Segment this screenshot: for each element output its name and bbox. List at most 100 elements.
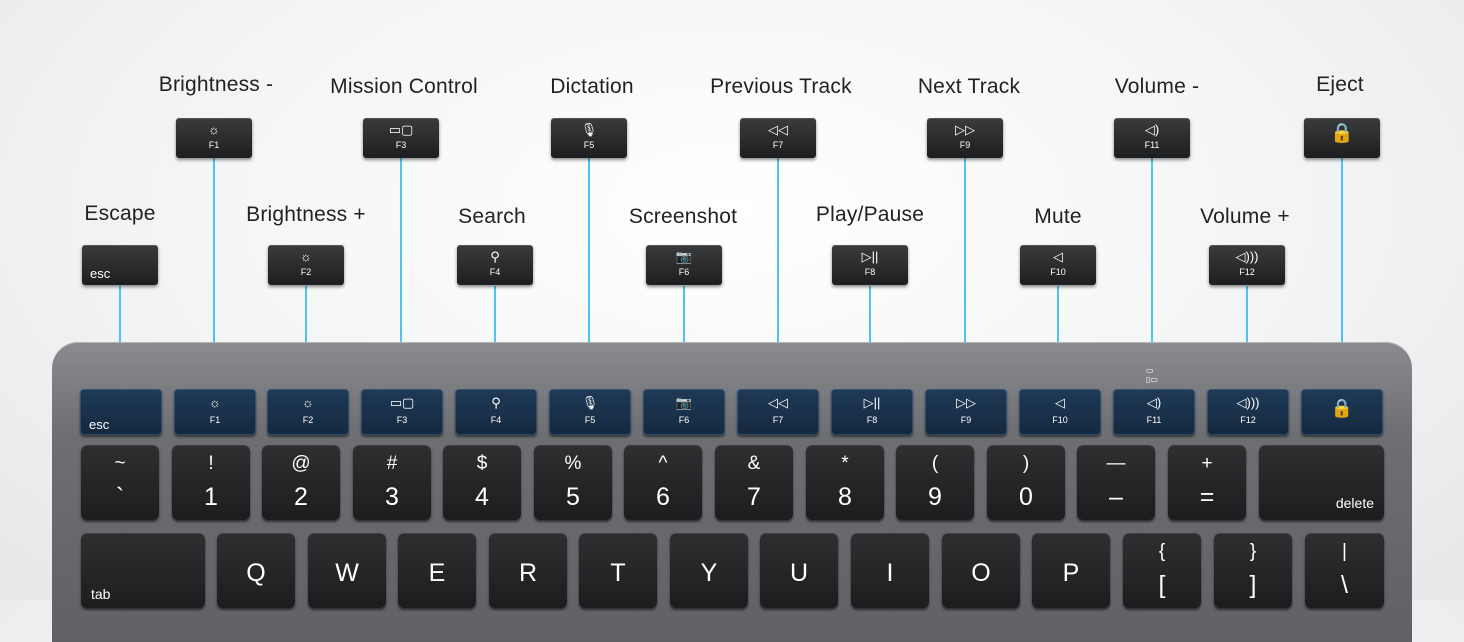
fast-forward-icon: ▷▷ [955,122,975,137]
label-volume-up: Volume + [1200,205,1290,228]
key-right-bracket[interactable]: } ] [1214,533,1292,608]
label-mute: Mute [1034,205,1082,228]
connector-line [1246,286,1248,390]
key-f11[interactable]: ◁) F11 [1113,389,1195,435]
key-legend: F7 [772,140,784,150]
key-f10[interactable]: ◁ F10 [1019,389,1101,435]
key-backtick[interactable]: ~ ` [81,445,159,520]
key-legend: F7 [772,415,784,425]
key-legend: F5 [584,415,596,425]
key-6[interactable]: ^ 6 [624,445,702,520]
key-legend: F3 [396,415,408,425]
key-f1[interactable]: ☼ F1 [174,389,256,435]
key-minus[interactable]: — – [1077,445,1155,520]
key-f5[interactable]: 🎙 F5 [549,389,631,435]
key-legend: F1 [208,140,220,150]
key-4[interactable]: $ 4 [443,445,521,520]
floating-key-f5: 🎙 F5 [551,118,627,158]
floating-key-f6: 📷 F6 [646,245,722,285]
connector-line [119,286,121,390]
key-0[interactable]: ) 0 [987,445,1065,520]
floating-key-esc: esc [82,245,158,285]
key-legend: F6 [678,415,690,425]
floating-key-f8: ▷|| F8 [832,245,908,285]
connector-line [400,158,402,390]
connector-line [869,286,871,390]
key-legend: esc [90,266,111,281]
key-2[interactable]: @ 2 [262,445,340,520]
label-mission-control: Mission Control [330,75,478,98]
key-legend: F4 [490,415,502,425]
key-f7[interactable]: ◁◁ F7 [737,389,819,435]
key-delete[interactable]: delete [1259,445,1384,520]
key-tab[interactable]: tab [81,533,205,608]
connector-line [1151,158,1153,390]
key-8[interactable]: * 8 [806,445,884,520]
key-o[interactable]: O [942,533,1020,608]
floating-key-f12: ◁))) F12 [1209,245,1285,285]
key-legend: F11 [1146,415,1162,425]
key-legend: F4 [489,267,501,277]
microphone-icon: 🎙 [581,395,599,410]
key-7[interactable]: & 7 [715,445,793,520]
key-f8[interactable]: ▷|| F8 [831,389,913,435]
key-f3[interactable]: ▭▢ F3 [361,389,443,435]
key-p[interactable]: P [1032,533,1110,608]
key-f2[interactable]: ☼ F2 [267,389,349,435]
floating-key-f7: ◁◁ F7 [740,118,816,158]
label-brightness-down: Brightness - [158,73,274,96]
play-pause-icon: ▷|| [861,249,879,264]
connector-line [777,158,779,390]
key-legend: F8 [866,415,878,425]
key-t[interactable]: T [579,533,657,608]
connector-line [588,158,590,390]
speaker-high-icon: ◁))) [1235,249,1259,264]
key-legend: F2 [300,267,312,277]
key-esc[interactable]: esc [80,389,162,435]
mission-control-icon: ▭▢ [389,395,415,410]
label-next-track: Next Track [917,75,1021,98]
key-e[interactable]: E [398,533,476,608]
key-legend: F1 [209,415,221,425]
speaker-low-icon: ◁) [1146,395,1162,410]
key-y[interactable]: Y [670,533,748,608]
label-volume-down: Volume - [1114,75,1200,98]
connector-line [305,286,307,390]
speaker-mute-icon: ◁ [1053,249,1063,264]
connector-line [213,158,215,390]
mission-control-icon: ▭▢ [388,122,414,137]
key-1[interactable]: ! 1 [172,445,250,520]
key-9[interactable]: ( 9 [896,445,974,520]
key-f6[interactable]: 📷 F6 [643,389,725,435]
floating-key-f10: ◁ F10 [1020,245,1096,285]
microphone-icon: 🎙 [580,122,598,137]
key-backslash[interactable]: | \ [1305,533,1384,608]
rewind-icon: ◁◁ [768,395,788,410]
key-f4[interactable]: ⚲ F4 [455,389,537,435]
key-left-bracket[interactable]: { [ [1123,533,1201,608]
floating-key-f4: ⚲ F4 [457,245,533,285]
key-i[interactable]: I [851,533,929,608]
label-brightness-up: Brightness + [246,203,366,226]
key-equals[interactable]: + = [1168,445,1246,520]
label-previous-track: Previous Track [710,75,852,98]
key-f12[interactable]: ◁))) F12 [1207,389,1289,435]
sun-large-icon: ☼ [300,249,312,264]
floating-key-f3: ▭▢ F3 [363,118,439,158]
key-legend: F11 [1144,140,1160,150]
key-q[interactable]: Q [217,533,295,608]
floating-key-eject: 🔒 [1304,118,1380,158]
key-5[interactable]: % 5 [534,445,612,520]
key-legend: F12 [1239,267,1255,277]
label-dictation: Dictation [550,75,634,98]
connector-line [1057,286,1059,390]
key-eject[interactable]: 🔒 [1301,389,1383,435]
connector-line [494,286,496,390]
lock-icon: 🔒 [1330,398,1354,418]
lock-icon: 🔒 [1330,123,1354,144]
key-w[interactable]: W [308,533,386,608]
key-r[interactable]: R [489,533,567,608]
key-3[interactable]: # 3 [353,445,431,520]
key-f9[interactable]: ▷▷ F9 [925,389,1007,435]
key-u[interactable]: U [760,533,838,608]
